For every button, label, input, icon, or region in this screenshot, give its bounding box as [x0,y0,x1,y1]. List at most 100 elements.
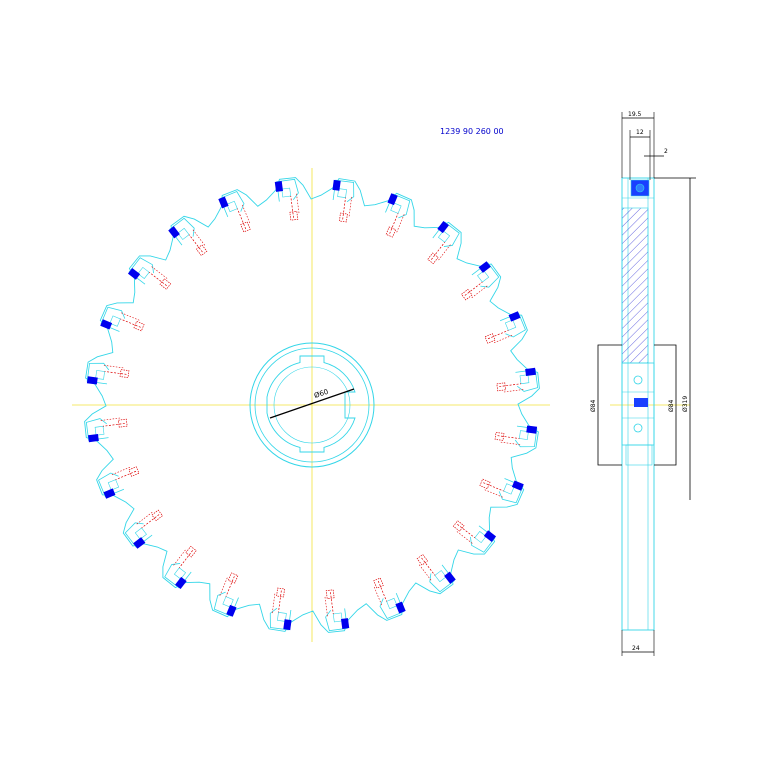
screw-thread [151,266,168,279]
bore-dimension-leader [269,388,355,419]
screw-axis [278,590,282,613]
screw-thread [503,389,524,393]
dim-hub-left-bracket [597,344,622,466]
tooth-16 [127,257,172,290]
screw-head [240,221,251,233]
screw-thread [271,593,276,614]
dim-hub-left-label: Ø84 [590,399,597,412]
part-number-label: 1239 90 260 00 [440,127,504,136]
clamp-wedge [437,230,451,243]
tooth-19 [274,178,300,221]
insert-icon [340,618,350,629]
clamp-wedge [434,570,447,583]
clamp-wedge [504,319,517,331]
screw-thread [192,229,206,246]
side-insert-middle [634,398,648,407]
insert-icon [100,319,113,330]
tooth-15 [100,306,145,332]
screw-head [159,278,172,290]
screw-axis [237,208,247,230]
screw-axis [342,197,346,220]
screw-head [452,520,465,532]
clamp-wedge [95,370,105,380]
tooth-7 [324,589,350,632]
dim-outer-width-label: 19.5 [628,111,642,118]
screw-head [289,210,299,221]
clamp-wedge [386,597,398,610]
tooth-10 [164,545,197,590]
clamp-wedge [337,188,347,198]
tooth-17 [168,217,208,257]
insert-icon [525,367,536,377]
screw-thread [241,204,251,224]
insert-icon [274,181,284,192]
screw-axis [389,213,399,234]
side-lower-rib [625,444,653,466]
screw-axis [120,318,141,328]
tooth-14 [86,362,130,385]
clamp-wedge [226,200,238,213]
insert-icon [86,376,98,385]
insert-icon [175,576,187,590]
screw-axis [464,281,483,296]
dim-inner-width-label: 12 [636,129,644,136]
screw-axis [188,234,203,253]
insert-icon [103,488,116,499]
screw-head [325,589,335,600]
insert-icon [387,193,398,206]
screw-thread [103,364,124,369]
tooth-11 [124,509,164,549]
hub-second-circle [254,347,370,463]
clamp-wedge [109,315,121,327]
tooth-3 [479,478,524,504]
screw-thread [120,312,140,321]
tooth-13 [85,417,128,443]
screw-axis [102,423,125,427]
screw-head [484,333,496,344]
screw-thread [173,549,186,566]
screw-head [479,478,491,490]
screw-thread [456,531,473,544]
screw-thread [111,466,131,476]
screw-thread [296,193,300,214]
screw-thread [373,586,383,606]
screw-thread [348,196,353,217]
insert-icon [283,619,292,631]
screw-head [339,212,348,223]
tooth-8 [269,587,292,631]
insert-icon [526,425,538,434]
screw-axis [330,592,334,615]
clamp-wedge [519,430,529,440]
screw-thread [484,489,504,498]
screw-head [128,466,140,477]
screw-thread [324,596,328,617]
screw-head [119,369,130,378]
teeth-group [85,178,539,632]
side-view: 19.5 12 2 Ø319 Ø84 Ø84 24 [590,111,696,656]
insert-icon [511,480,524,491]
screw-axis [499,383,522,387]
screw-head [185,545,197,558]
insert-icon [332,179,341,191]
section-hatch [621,207,649,364]
insert-icon [226,604,237,617]
clamp-wedge [477,270,490,283]
screw-head [385,226,397,238]
screw-thread [219,577,228,597]
screw-axis [421,557,436,576]
screw-axis [141,514,160,529]
bore-with-keyways [266,355,356,453]
screw-axis [497,435,520,439]
tooth-5 [416,553,456,593]
screw-thread [100,417,121,421]
insert-icon [127,268,141,280]
hub-outer-circle [249,342,375,468]
tooth-9 [213,572,239,617]
screw-axis [377,580,387,602]
screw-head [496,382,507,392]
screw-axis [487,330,509,340]
screw-axis [457,524,476,539]
insert-icon [508,311,521,322]
tooth-21 [385,193,411,238]
